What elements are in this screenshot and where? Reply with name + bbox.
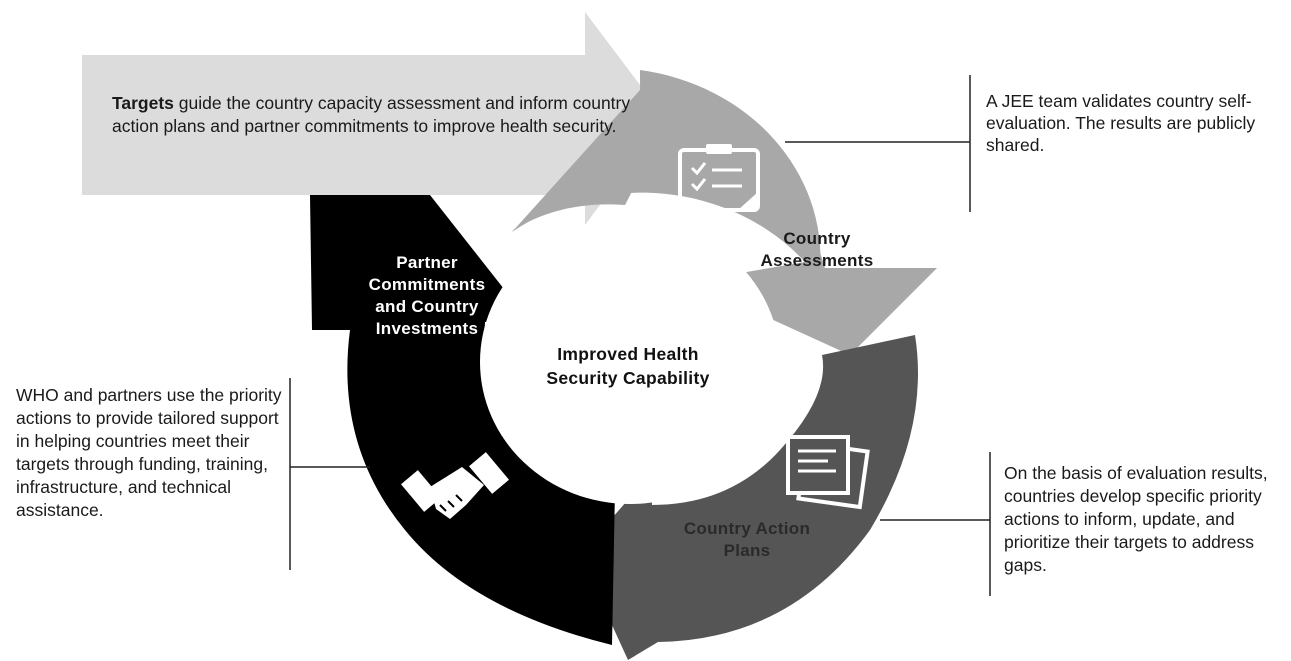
who-note: WHO and partners use the priority action…: [16, 385, 282, 520]
center-label: Improved Health Security Capability: [546, 344, 710, 388]
targets-description: Targets guide the country capacity asses…: [112, 92, 632, 138]
clipboard-checklist-icon: [678, 144, 760, 212]
jee-note: A JEE team validates country self-evalua…: [986, 91, 1256, 155]
targets-rest: guide the country capacity assessment an…: [112, 93, 631, 136]
action-plans-label: Country Action Plans: [683, 519, 811, 560]
handshake-icon: [401, 452, 509, 519]
assessments-label: Country Assessments: [760, 229, 874, 270]
assessments-body: [510, 80, 937, 355]
targets-keyword: Targets: [112, 93, 174, 113]
partner-segment: [310, 195, 615, 645]
action-plans-segment: [580, 335, 918, 660]
partner-label: Partner Commitments and Country Investme…: [368, 253, 486, 338]
action-plans-note: On the basis of evaluation results, coun…: [1004, 463, 1268, 575]
documents-icon: [786, 435, 870, 510]
targets-arrow: [82, 12, 665, 225]
center-circle: [480, 220, 780, 504]
